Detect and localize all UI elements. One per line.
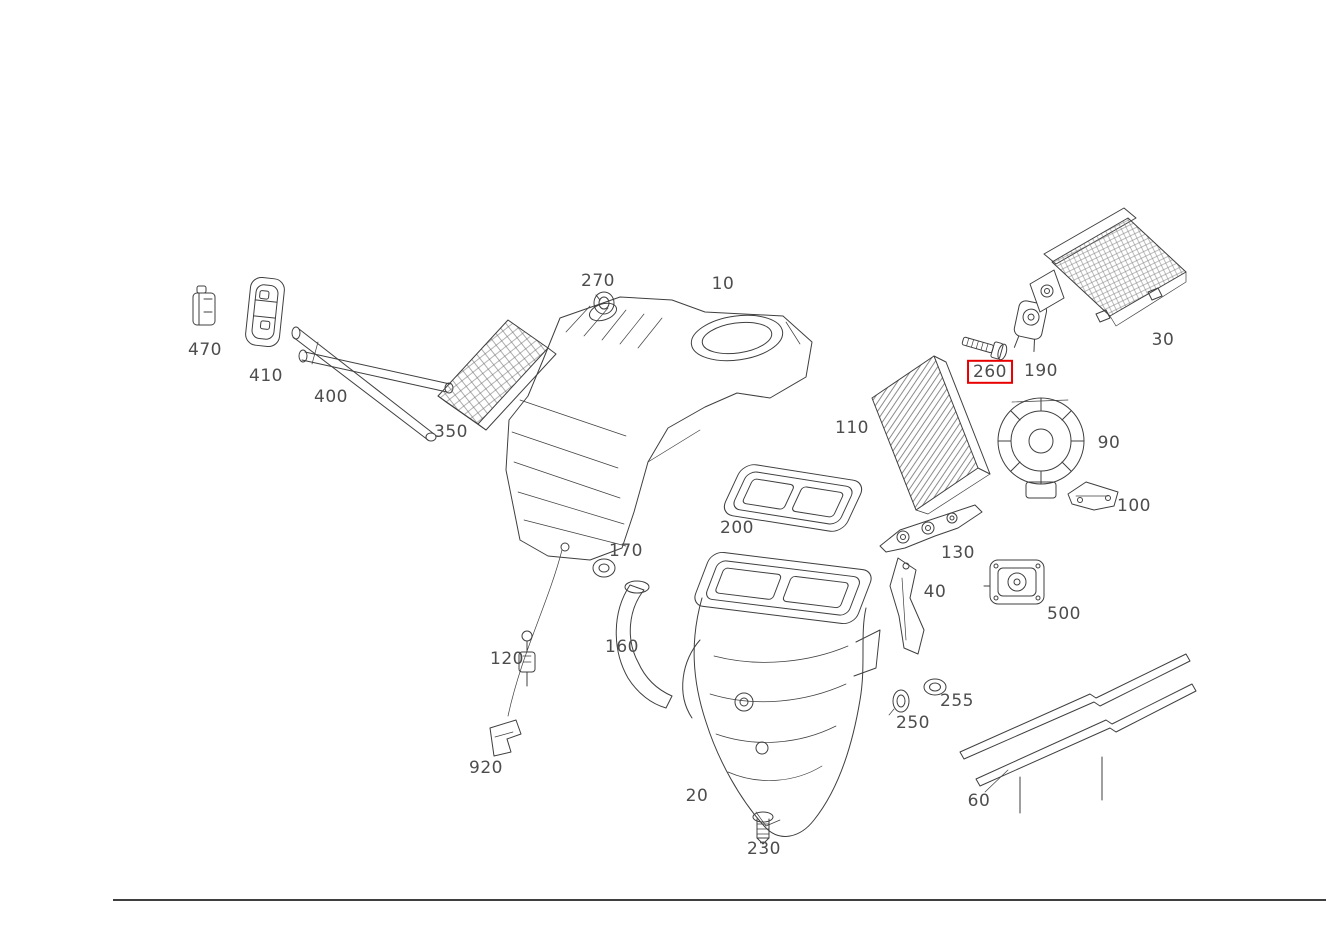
part-label-230[interactable]: 230 [747, 838, 781, 859]
part-120-sensor [518, 630, 536, 687]
part-255-ring [923, 678, 947, 696]
part-label-920[interactable]: 920 [469, 757, 503, 778]
part-label-20[interactable]: 20 [685, 785, 709, 806]
part-90-blower-motor [997, 397, 1085, 499]
part-190-bracket [1013, 300, 1048, 352]
part-label-100[interactable]: 100 [1117, 495, 1151, 516]
part-label-500[interactable]: 500 [1047, 603, 1081, 624]
part-label-10[interactable]: 10 [711, 273, 735, 294]
part-100-bracket [1067, 481, 1119, 511]
part-20-lower-housing [682, 551, 881, 837]
part-30-heater-unit [1029, 207, 1187, 327]
part-410-bracket [245, 276, 285, 348]
part-label-400[interactable]: 400 [314, 386, 348, 407]
part-label-60[interactable]: 60 [967, 790, 991, 811]
part-label-110[interactable]: 110 [835, 417, 869, 438]
part-230-bolt [752, 811, 774, 845]
part-label-255[interactable]: 255 [940, 690, 974, 711]
part-160-duct [615, 580, 673, 709]
part-label-40[interactable]: 40 [923, 581, 947, 602]
part-label-130[interactable]: 130 [941, 542, 975, 563]
part-label-90[interactable]: 90 [1097, 432, 1121, 453]
part-260-screw [961, 336, 1008, 361]
part-170-ring [592, 558, 616, 578]
part-400-pipes [291, 326, 454, 442]
part-500-actuator [983, 559, 1045, 605]
part-label-410[interactable]: 410 [249, 365, 283, 386]
part-label-160[interactable]: 160 [605, 636, 639, 657]
part-label-470[interactable]: 470 [188, 339, 222, 360]
bottom-divider [113, 899, 1326, 901]
part-label-30[interactable]: 30 [1151, 329, 1175, 350]
part-200-gasket [723, 464, 863, 532]
part-110-filter [871, 355, 991, 515]
part-label-350[interactable]: 350 [434, 421, 468, 442]
part-label-270[interactable]: 270 [581, 270, 615, 291]
part-label-200[interactable]: 200 [720, 517, 754, 538]
part-60-floor-panels [959, 653, 1197, 814]
part-label-260[interactable]: 260 [967, 359, 1013, 385]
part-40-lever [889, 557, 925, 655]
part-label-250[interactable]: 250 [896, 712, 930, 733]
part-130-mounting-strip [879, 504, 983, 553]
part-label-190[interactable]: 190 [1024, 360, 1058, 381]
part-250-grommet [888, 689, 910, 716]
part-470-valve [192, 285, 216, 326]
part-label-170[interactable]: 170 [609, 540, 643, 561]
part-920-wedge [489, 719, 522, 757]
part-drain-line [507, 549, 563, 717]
part-10-main-housing [505, 296, 813, 561]
part-label-120[interactable]: 120 [490, 648, 524, 669]
